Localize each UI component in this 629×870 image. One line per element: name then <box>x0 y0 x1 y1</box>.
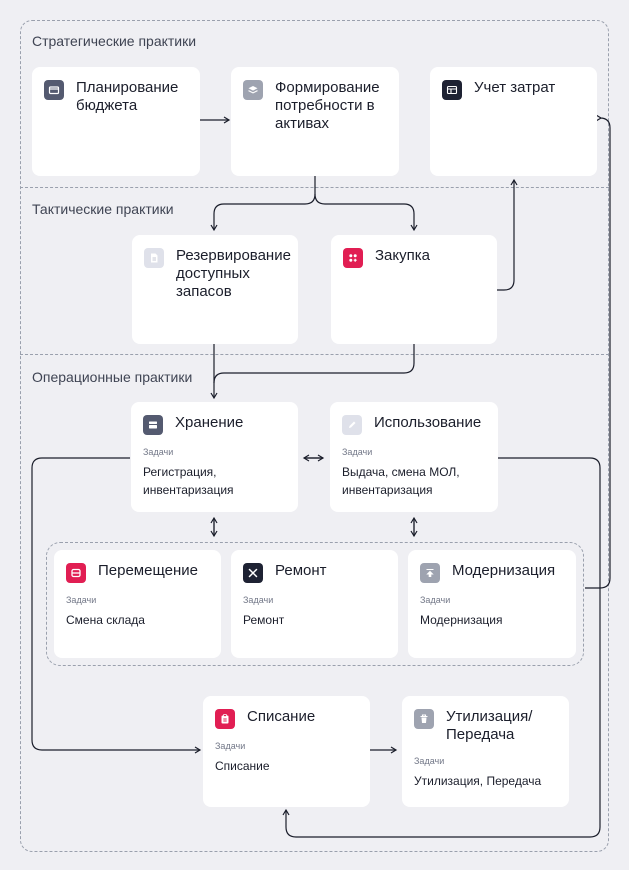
section-title-tactical: Тактические практики <box>32 201 174 217</box>
strategic-tactical-divider <box>20 187 609 188</box>
card-title: Модернизация <box>452 562 556 579</box>
upgrade-icon <box>420 563 440 583</box>
clipboard-icon <box>215 709 235 729</box>
trash-icon <box>414 709 434 729</box>
card-title: Использование <box>374 414 482 431</box>
wallet-icon <box>44 80 64 100</box>
card-usage[interactable]: Использование Задачи Выдача, смена МОЛ, … <box>330 402 498 512</box>
card-procurement[interactable]: Закупка <box>331 235 497 344</box>
card-upgrade[interactable]: Модернизация Задачи Модернизация <box>408 550 576 658</box>
card-storage[interactable]: Хранение Задачи Регистрация, инвентариза… <box>131 402 298 512</box>
pencil-icon <box>342 415 362 435</box>
card-title: Формирование потребности в активах <box>275 79 380 132</box>
tactical-operational-divider <box>20 354 609 355</box>
card-budget-planning[interactable]: Планирование бюджета <box>32 67 200 176</box>
tasks-text: Списание <box>215 759 270 773</box>
card-title: Списание <box>247 708 316 725</box>
card-asset-demand[interactable]: Формирование потребности в активах <box>231 67 399 176</box>
table-icon <box>442 80 462 100</box>
tasks-text: Модернизация <box>420 613 503 627</box>
tasks-label: Задачи <box>342 447 373 457</box>
card-title: Резервирование доступных запасов <box>176 247 291 300</box>
tasks-label: Задачи <box>414 756 445 766</box>
layers-icon <box>243 80 263 100</box>
card-reserve-stock[interactable]: Резервирование доступных запасов <box>132 235 298 344</box>
tasks-label: Задачи <box>243 595 274 605</box>
card-title: Утилизация/ Передача <box>446 708 533 743</box>
card-title: Закупка <box>375 247 430 264</box>
card-transfer[interactable]: Перемещение Задачи Смена склада <box>54 550 221 658</box>
tasks-label: Задачи <box>143 447 174 457</box>
tasks-text: Выдача, смена МОЛ, инвентаризация <box>342 465 460 497</box>
tasks-label: Задачи <box>66 595 97 605</box>
section-title-strategic: Стратегические практики <box>32 33 197 49</box>
tasks-text: Смена склада <box>66 613 145 627</box>
grid-icon <box>343 248 363 268</box>
card-write-off[interactable]: Списание Задачи Списание <box>203 696 370 807</box>
tasks-text: Регистрация, инвентаризация <box>143 465 234 497</box>
card-title: Хранение <box>175 414 244 431</box>
box-icon <box>66 563 86 583</box>
card-title: Учет затрат <box>474 79 556 96</box>
tools-icon <box>243 563 263 583</box>
section-title-operational: Операционные практики <box>32 369 193 385</box>
card-title: Перемещение <box>98 562 198 579</box>
document-icon <box>144 248 164 268</box>
card-title: Планирование бюджета <box>76 79 179 114</box>
card-repair[interactable]: Ремонт Задачи Ремонт <box>231 550 398 658</box>
card-cost-accounting[interactable]: Учет затрат <box>430 67 597 176</box>
warehouse-icon <box>143 415 163 435</box>
tasks-text: Ремонт <box>243 613 285 627</box>
tasks-label: Задачи <box>420 595 451 605</box>
tasks-text: Утилизация, Передача <box>414 774 542 788</box>
card-disposal[interactable]: Утилизация/ Передача Задачи Утилизация, … <box>402 696 569 807</box>
card-title: Ремонт <box>275 562 327 579</box>
tasks-label: Задачи <box>215 741 246 751</box>
